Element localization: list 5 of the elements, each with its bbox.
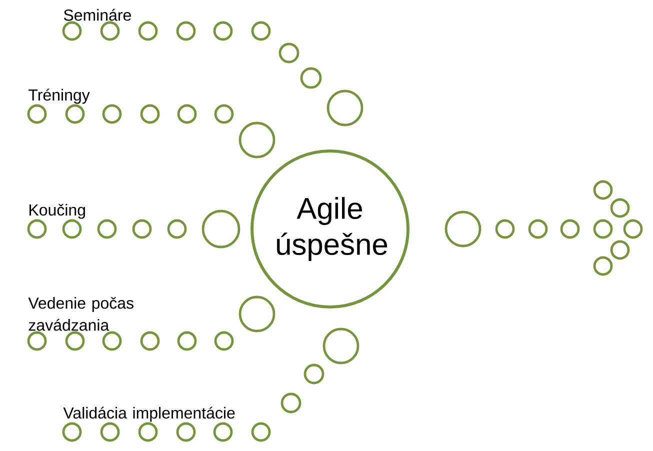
item-label: Semináre [64, 8, 131, 21]
item-label: Vedenie počas zavádzania [28, 297, 134, 331]
item-label: Validácia implementácie [63, 406, 235, 422]
item-label: Koučing [30, 204, 85, 219]
item-label: Tréningy [28, 88, 90, 104]
